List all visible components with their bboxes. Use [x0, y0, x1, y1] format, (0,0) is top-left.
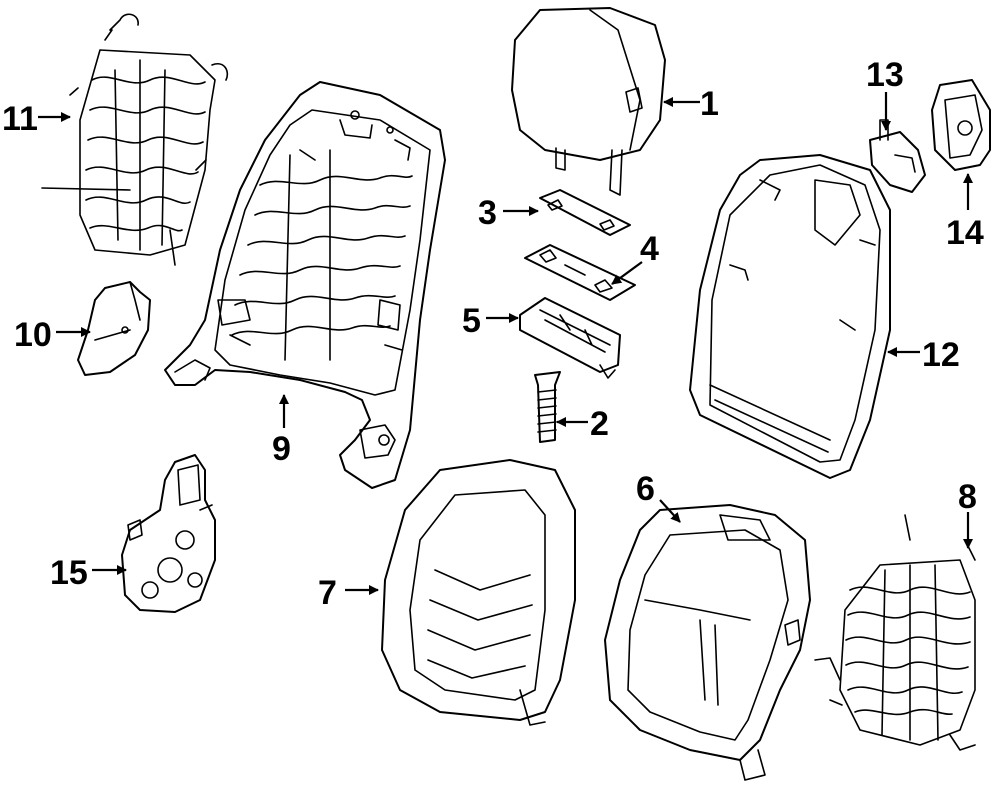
part-spring — [534, 371, 561, 443]
callout-12: 12 — [922, 336, 960, 374]
callout-7: 7 — [318, 574, 337, 612]
callout-4: 4 — [640, 230, 659, 268]
callout-14: 14 — [946, 214, 984, 252]
callout-6: 6 — [636, 470, 655, 508]
part-latch — [931, 79, 991, 171]
callout-9: 9 — [272, 430, 291, 468]
callout-labels: 1 2 3 4 5 6 7 8 9 10 11 12 13 14 15 — [2, 56, 984, 612]
part-spring-mat-lower — [814, 514, 976, 751]
part-plate — [539, 189, 631, 236]
callout-1: 1 — [700, 85, 719, 123]
part-back-cover — [381, 459, 576, 726]
part-side-trim — [77, 281, 151, 376]
callout-5: 5 — [462, 302, 481, 340]
part-back-cushion — [604, 504, 811, 781]
part-rear-panel — [689, 154, 891, 479]
callout-13: 13 — [866, 56, 904, 94]
part-headrest — [511, 7, 666, 196]
part-guide-housing — [519, 297, 621, 379]
callout-11: 11 — [2, 100, 38, 138]
leader-lines — [38, 92, 973, 595]
callout-2: 2 — [590, 405, 609, 443]
callout-15: 15 — [50, 554, 88, 592]
part-spring-mat-upper — [41, 13, 229, 266]
callout-3: 3 — [478, 194, 497, 232]
part-guide-bracket — [524, 244, 636, 301]
callout-8: 8 — [958, 478, 977, 516]
part-clip — [869, 119, 926, 193]
part-seat-back-frame — [164, 81, 446, 489]
callout-10: 10 — [14, 316, 52, 354]
part-recliner-motor — [121, 454, 216, 613]
